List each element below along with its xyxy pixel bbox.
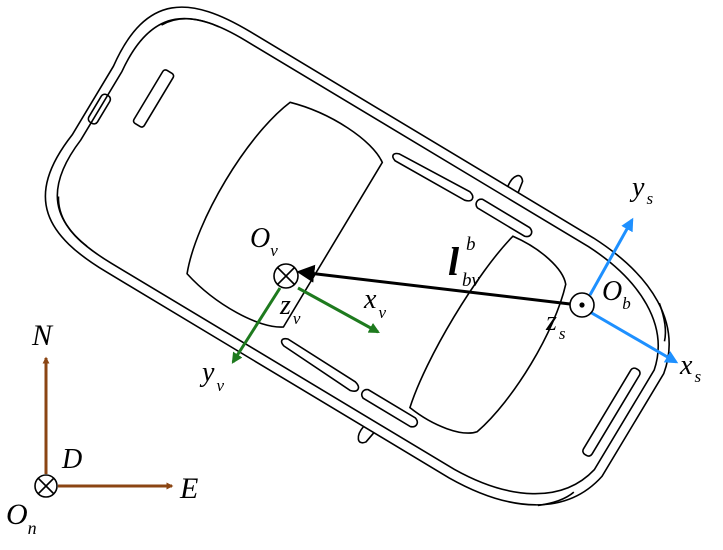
rear-light	[582, 367, 641, 457]
sensor-origin-label: Ob	[602, 276, 631, 313]
car-body	[44, 6, 670, 506]
side-window-bottom-front	[280, 337, 360, 392]
car-body-inner	[56, 17, 659, 495]
hood-vent	[132, 69, 175, 128]
sensor-y-main: y	[629, 172, 645, 203]
sensor-z-sub: s	[559, 324, 566, 343]
lever-arm-arrow	[296, 264, 571, 306]
side-window-top-rear	[475, 198, 533, 238]
side-window-top-front	[392, 152, 474, 202]
car-outline	[44, 6, 670, 507]
rear-corner-top	[658, 302, 667, 342]
down-label: D	[61, 444, 82, 475]
rear-windshield	[408, 235, 567, 434]
vehicle-origin-sub: v	[270, 241, 278, 260]
front-corner-bottom	[57, 196, 88, 247]
front-windshield	[186, 101, 384, 328]
vehicle-z-main: z	[279, 290, 291, 321]
front-corner-top	[161, 18, 220, 28]
sensor-frame	[588, 217, 679, 364]
hood-vent-small	[87, 93, 112, 125]
ned-frame: N E D On	[6, 319, 198, 538]
vehicle-origin-symbol	[273, 263, 299, 289]
ned-origin-label: On	[6, 498, 37, 538]
north-label: N	[31, 319, 54, 352]
sensor-x-sub: s	[694, 367, 701, 386]
east-label: E	[179, 472, 198, 505]
lever-arm-sub: bv	[462, 270, 481, 291]
mirror-top	[507, 174, 524, 193]
vehicle-origin-label: Ov	[250, 223, 278, 260]
vehicle-x-sub: v	[378, 303, 386, 322]
lever-arm-main: l	[448, 239, 460, 284]
sensor-origin-main: O	[602, 276, 622, 307]
ned-origin-main: O	[6, 498, 28, 531]
sensor-z-main: z	[545, 306, 557, 337]
sensor-y-axis	[588, 217, 634, 296]
vehicle-y-main: y	[199, 357, 215, 388]
vehicle-x-axis	[297, 286, 380, 334]
side-window-bottom-rear	[361, 388, 419, 428]
vehicle-y-sub: v	[216, 376, 224, 395]
vehicle-z-sub: v	[293, 309, 301, 328]
ned-origin-sub: n	[28, 518, 37, 538]
vehicle-x-main: x	[363, 284, 377, 315]
mirror-bottom	[357, 425, 375, 444]
lever-arm-sup: b	[466, 234, 476, 255]
sensor-y-sub: s	[646, 189, 653, 208]
sensor-origin-sub: b	[622, 294, 631, 313]
vehicle-y-axis	[231, 287, 282, 364]
sensor-origin-symbol	[569, 292, 595, 318]
sensor-x-axis	[589, 310, 679, 364]
vehicle-origin-main: O	[250, 223, 270, 254]
sensor-x-main: x	[679, 350, 693, 381]
ned-origin-symbol	[34, 474, 58, 498]
rear-corner-bottom	[537, 491, 575, 507]
lever-arm-label: l b bv	[448, 234, 481, 291]
